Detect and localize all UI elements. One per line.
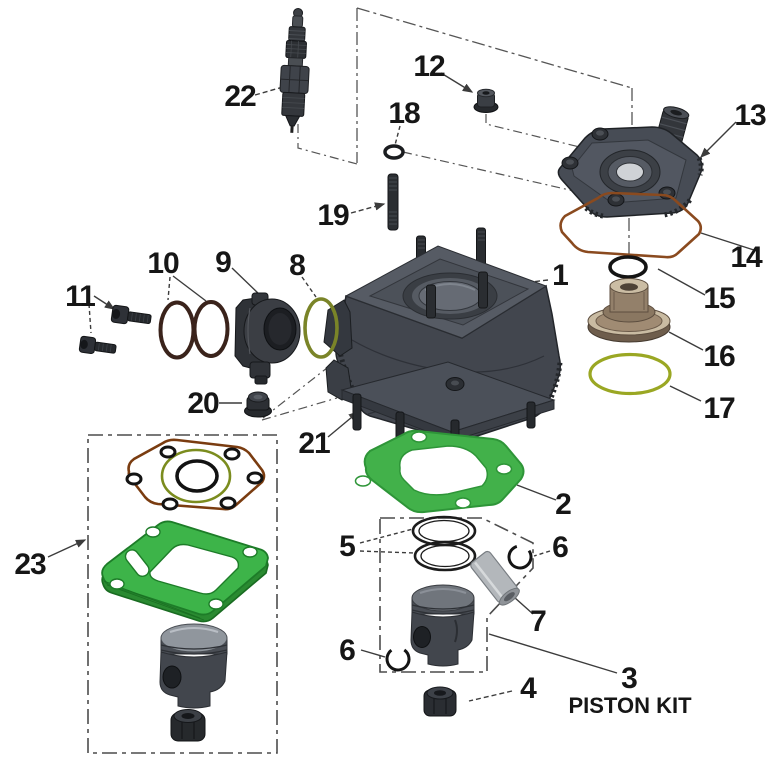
callout-12: 12: [413, 50, 445, 83]
stud-washer: [383, 144, 405, 160]
intake-manifold: [234, 292, 301, 385]
piston-kit-title: PISTON KIT: [568, 693, 692, 718]
callout-11: 11: [65, 280, 96, 313]
piston-rings: [411, 515, 477, 572]
callout-1: 1: [552, 259, 569, 292]
callout-19: 19: [317, 199, 349, 232]
callout-15: 15: [703, 282, 735, 315]
callout-5: 5: [339, 530, 356, 563]
head-flange-nut: [473, 88, 499, 113]
kit-thick-base-gasket: [101, 520, 269, 623]
callout-22: 22: [224, 80, 256, 113]
callout-4: 4: [520, 672, 537, 705]
callout-13: 13: [734, 99, 766, 132]
callout-10: 10: [147, 247, 179, 280]
cylinder-base-studs: [352, 393, 536, 451]
cylinder-front-studs: [426, 271, 488, 319]
kit23-nut: [170, 709, 206, 742]
manifold-orings-brown: [158, 300, 230, 360]
manifold-flange-nut: [244, 391, 272, 418]
callout-21: 21: [298, 427, 330, 460]
kit-nut: [423, 686, 457, 717]
spark-plug: [279, 8, 310, 133]
callout-6b: 6: [339, 634, 356, 667]
manifold-oring-olive: [303, 297, 339, 359]
insert-oring-olive: [588, 352, 672, 396]
circlip-bottom: [385, 646, 411, 672]
wrist-pin: [470, 550, 520, 606]
cylinder-head: [557, 106, 704, 219]
cylinder: [323, 227, 563, 451]
callout-6a: 6: [552, 531, 569, 564]
assembly-zone-boundary: [356, 7, 633, 256]
callout-20: 20: [187, 387, 219, 420]
leader-lines: [47, 72, 758, 702]
callout-2: 2: [555, 488, 572, 521]
kit-head-gasket-set: [125, 438, 266, 511]
socket-bolts: [78, 304, 152, 355]
kit-piston: [410, 584, 475, 667]
gasket-kit-box: [87, 434, 278, 754]
head-inner-oring: [608, 255, 648, 279]
callout-8: 8: [289, 249, 306, 282]
head-outer-gasket: [559, 191, 703, 259]
base-gasket: [354, 429, 525, 514]
callout-7: 7: [530, 605, 547, 638]
callout-14: 14: [730, 241, 762, 274]
callout-23: 23: [14, 548, 46, 581]
head-insert: [587, 278, 671, 343]
callout-9: 9: [215, 246, 232, 279]
callout-18: 18: [388, 97, 420, 130]
kit23-piston: [159, 623, 228, 709]
callout-17: 17: [703, 392, 735, 425]
callout-16: 16: [703, 340, 735, 373]
head-stud: [387, 173, 399, 231]
circlip-top: [507, 544, 533, 570]
callout-3: 3: [621, 662, 638, 695]
